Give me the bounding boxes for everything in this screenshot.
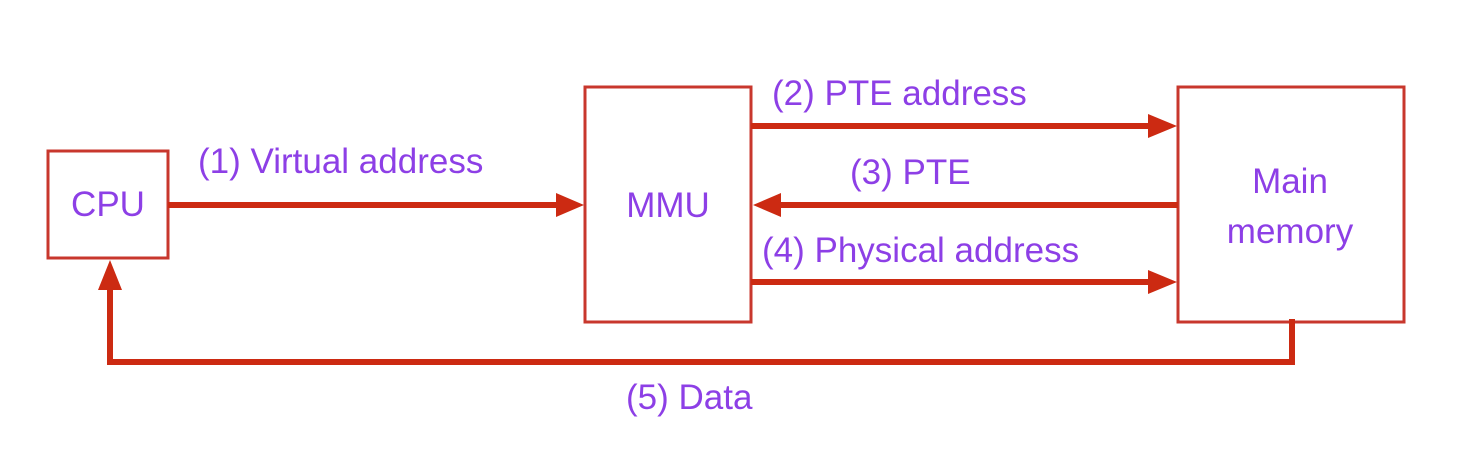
cpu-box (46, 149, 170, 260)
label-virtual-address: (1) Virtual address (198, 142, 483, 181)
arrowhead-pte (753, 193, 781, 217)
mmu-node: MMU (583, 85, 753, 324)
main-memory-label-line1: Main (1252, 162, 1328, 201)
arrowhead-virtual-address (556, 193, 584, 217)
edge-pte: (3) PTE (753, 153, 1178, 217)
edge-virtual-address: (1) Virtual address (168, 142, 584, 217)
label-data: (5) Data (626, 378, 753, 417)
arrowhead-pte-address (1148, 114, 1177, 138)
arrow-data (107, 290, 1295, 365)
edge-physical-address: (4) Physical address (751, 231, 1177, 294)
edge-data: (5) Data (98, 260, 1295, 417)
mmu-box (583, 85, 753, 324)
main-memory-box (1176, 85, 1406, 324)
main-memory-node: Main memory (1176, 85, 1406, 324)
cpu-node: CPU (46, 149, 170, 260)
edge-pte-address: (2) PTE address (751, 74, 1177, 138)
main-memory-label-line2: memory (1227, 212, 1354, 251)
cpu-label: CPU (71, 185, 145, 224)
label-pte-address: (2) PTE address (772, 74, 1027, 113)
mmu-label: MMU (626, 186, 710, 225)
label-pte: (3) PTE (850, 153, 971, 192)
label-physical-address: (4) Physical address (762, 231, 1079, 270)
arrowhead-data (98, 260, 122, 290)
arrowhead-physical-address (1148, 270, 1177, 294)
